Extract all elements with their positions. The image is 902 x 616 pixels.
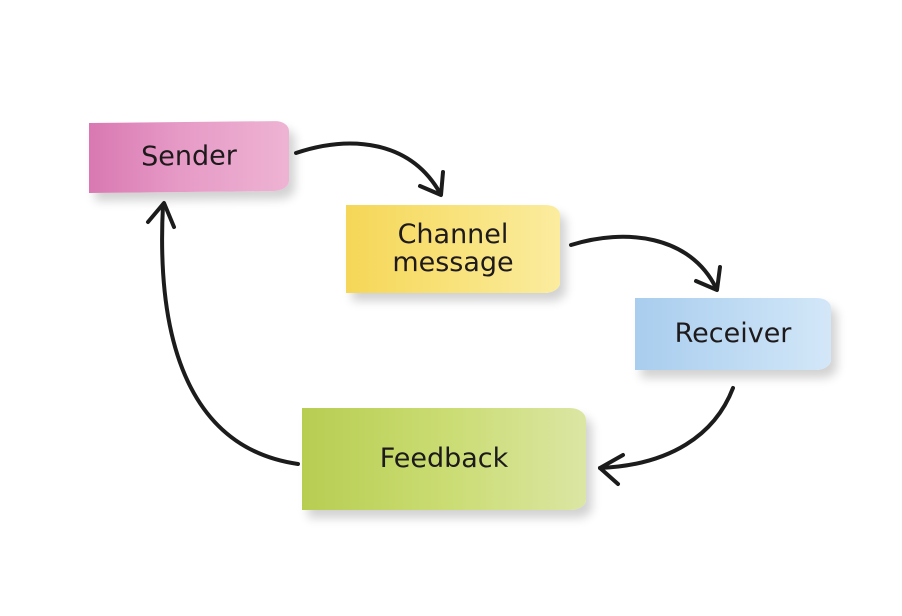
channel-label-line-1: Channel bbox=[397, 218, 509, 250]
channel-label-line-2: message bbox=[392, 247, 514, 278]
sender-node: Sender bbox=[89, 120, 289, 194]
arrow-receiver-to-feedback bbox=[598, 386, 735, 486]
receiver-node: Receiver bbox=[635, 298, 831, 370]
feedback-label: Feedback bbox=[379, 442, 509, 474]
feedback-node: Feedback bbox=[302, 408, 586, 510]
sender-label: Sender bbox=[141, 140, 237, 173]
arrow-sender-to-channel bbox=[294, 141, 445, 197]
channel-message-node: Channel message bbox=[346, 205, 560, 293]
arrow-feedback-to-sender bbox=[146, 201, 300, 466]
receiver-label: Receiver bbox=[674, 317, 792, 349]
arrow-channel-to-receiver bbox=[569, 234, 722, 292]
